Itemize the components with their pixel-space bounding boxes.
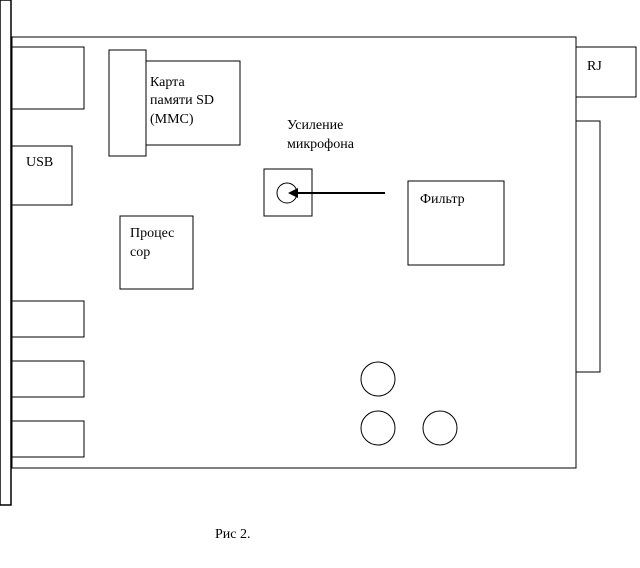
mic-gain-label-line2: микрофона (287, 137, 355, 152)
sd-card-tab (108, 49, 147, 157)
figure-caption: Рис 2. (215, 527, 251, 542)
left-connector-2 (11, 360, 85, 398)
usb-connector (11, 145, 73, 206)
mic-gain-label-line1: Усиление (287, 118, 343, 133)
front-panel-bar (0, 0, 12, 506)
sd-card-label-line1: Карта (150, 75, 185, 90)
sd-card-label-line2: памяти SD (150, 93, 214, 108)
sd-card-body (145, 60, 241, 146)
round-component-3 (422, 410, 458, 446)
left-connector-3 (11, 420, 85, 458)
round-component-1 (360, 361, 396, 397)
processor-chip (119, 215, 194, 290)
rj-label: RJ (587, 59, 602, 74)
rj-connector (575, 46, 637, 98)
left-connector-1 (11, 300, 85, 338)
processor-label-line2: сор (130, 245, 150, 260)
sd-card-label-line3: (MMC) (150, 112, 194, 127)
top-left-connector (11, 46, 85, 110)
right-edge-connector (575, 120, 601, 373)
arrow-head (288, 188, 298, 198)
filter-block (407, 180, 505, 266)
filter-label: Фильтр (420, 192, 465, 207)
usb-label: USB (26, 155, 53, 170)
processor-label-line1: Процес (130, 226, 174, 241)
round-component-2 (360, 410, 396, 446)
